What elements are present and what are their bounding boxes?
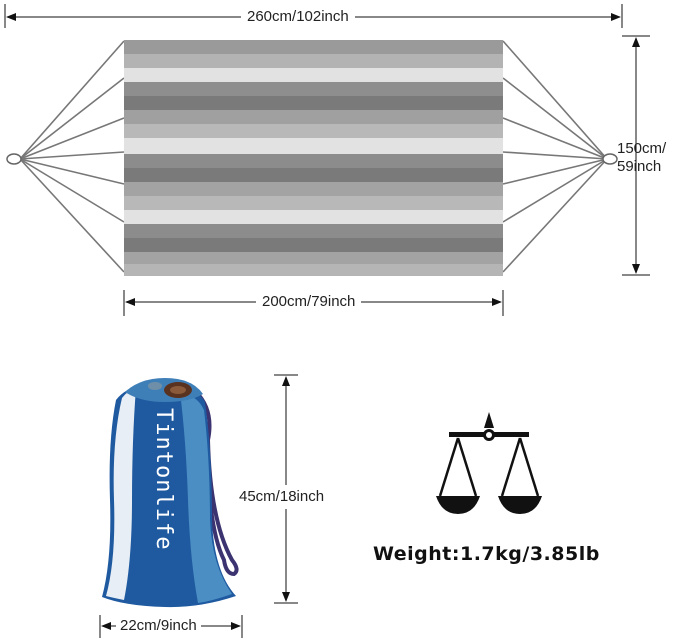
bed-length-label: 200cm/79inch <box>256 293 362 311</box>
bag-brand-text: Tintonlife <box>151 408 176 551</box>
width-label-line2: 59inch <box>617 158 662 175</box>
left-ring <box>6 153 22 165</box>
bag-height-label: 45cm/18inch <box>235 485 329 509</box>
width-label-line1: 150cm/ <box>617 140 667 157</box>
weight-text: Weight:1.7kg/3.85lb <box>373 543 600 565</box>
width-dimension <box>622 35 650 276</box>
hammock-fabric <box>124 40 503 276</box>
hammock-illustration <box>6 40 618 276</box>
total-length-label: 260cm/102inch <box>241 8 355 26</box>
balance-scale-icon <box>436 412 542 514</box>
bag-width-label: 22cm/9inch <box>116 617 201 635</box>
right-ring <box>602 153 618 165</box>
storage-bag-illustration <box>102 378 239 608</box>
